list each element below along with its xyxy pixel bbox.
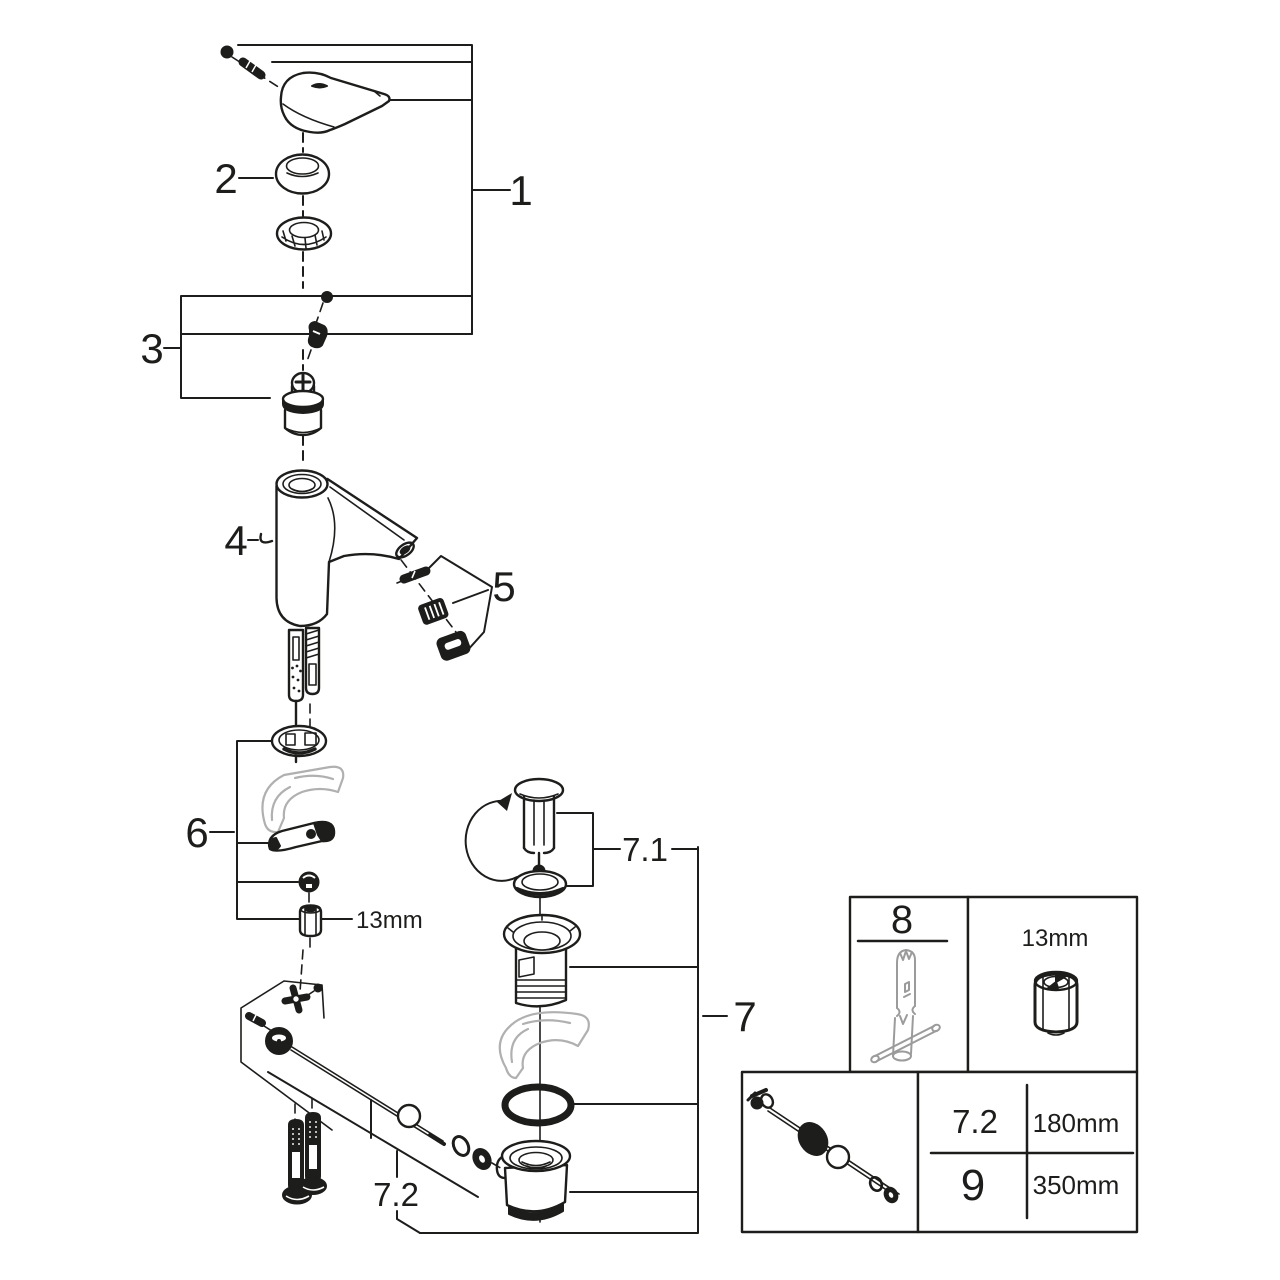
mounting-tool (870, 949, 941, 1064)
callout-7-2-label: 7.2 (373, 1176, 419, 1213)
callout-7-label: 7 (733, 993, 756, 1040)
drain-o-ring (501, 1083, 575, 1127)
aerator-insert (418, 598, 449, 625)
table-tool-item-label: 8 (891, 898, 913, 942)
popup-plug (464, 777, 565, 882)
cross-fitting (281, 983, 323, 1014)
cartridge-screw (321, 291, 333, 303)
ghost-sink-section-lower (498, 1011, 590, 1080)
handle-screw (220, 45, 266, 80)
nut-size-label: 13mm (356, 907, 423, 934)
table-nut-size-label: 13mm (1022, 925, 1089, 952)
labels: 1 2 3 4 5 6 13mm 7.1 7 7.2 8 13mm 7.2 18… (140, 155, 1119, 1213)
faucet-body (259, 469, 419, 628)
aerator-housing (436, 630, 471, 661)
lever-handle (279, 71, 391, 134)
callout-3-label: 3 (140, 325, 163, 372)
callout-1-label: 1 (509, 167, 532, 214)
pivot-parts (245, 1012, 293, 1055)
table-row2-item-label: 9 (961, 1161, 985, 1210)
callout-4-label: 4 (224, 517, 247, 564)
table-row2-length-label: 350mm (1033, 1170, 1120, 1200)
base-gasket-oval (270, 724, 328, 758)
lift-rod (290, 1046, 492, 1171)
callout-2-label: 2 (214, 155, 237, 202)
threaded-mounting-ring (275, 216, 333, 251)
cartridge (281, 371, 325, 437)
socket-nut-13mm (1033, 970, 1079, 1036)
info-table (740, 895, 1139, 1234)
threaded-shanks (287, 626, 321, 764)
callout-5-label: 5 (492, 563, 515, 610)
supply-hoses (282, 1112, 327, 1205)
dome-nut (298, 871, 320, 893)
callout-7-1-label: 7.1 (622, 831, 668, 868)
hex-nut-13mm (298, 904, 323, 948)
escutcheon-ring (274, 153, 331, 195)
temperature-limiter (307, 321, 328, 349)
mounting-clamp (267, 820, 336, 852)
table-row1-item-label: 7.2 (952, 1103, 998, 1140)
rod-assembly-thumbnail (746, 1088, 900, 1204)
aerator-gasket (396, 566, 431, 584)
mounting-plate (240, 980, 333, 1131)
callout-6-label: 6 (185, 809, 208, 856)
ghost-sink-section-upper (261, 765, 345, 834)
drain-upper-body (502, 913, 582, 1008)
drain-lower-housing (495, 1139, 572, 1221)
plug-gasket (512, 869, 568, 899)
table-row1-length-label: 180mm (1033, 1108, 1120, 1138)
